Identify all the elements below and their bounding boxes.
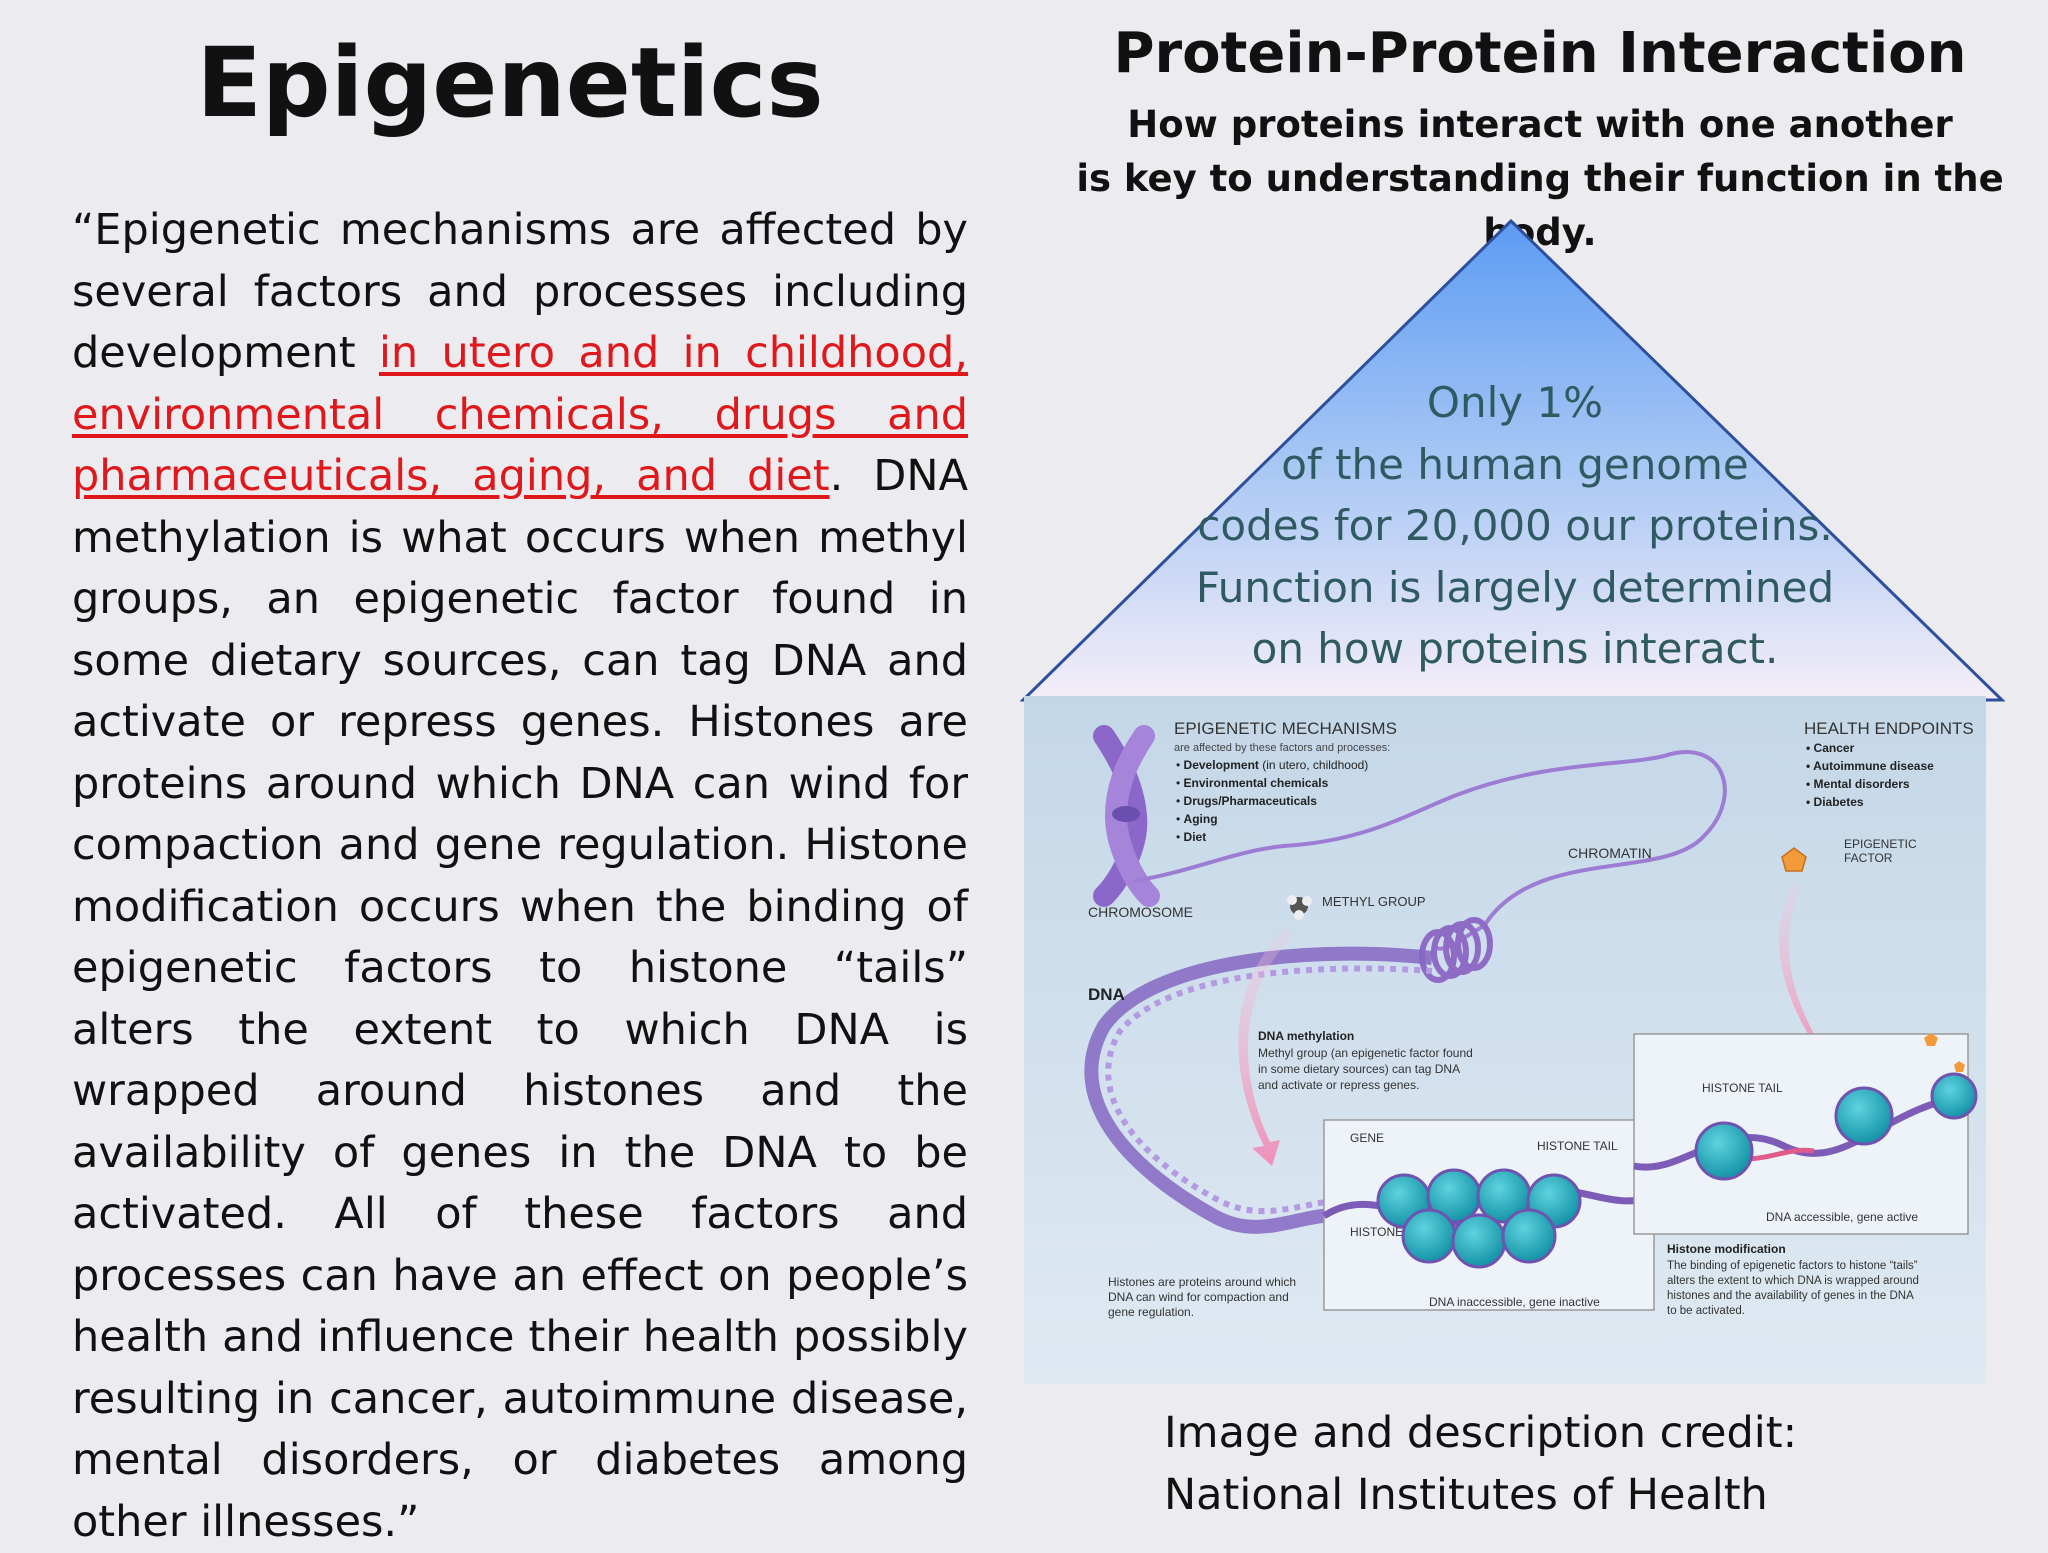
epigenetic-factor-label-2: FACTOR: [1844, 851, 1893, 865]
chromatin-coil: [1419, 917, 1493, 983]
epigenetics-quote: “Epigenetic mechanisms are affected by s…: [72, 200, 968, 1553]
subtitle-line-1: How proteins interact with one another: [1127, 103, 1953, 146]
methylation-line: and activate or repress genes.: [1258, 1078, 1419, 1092]
health-item: • Cancer: [1806, 741, 1855, 755]
section-title-ppi: Protein-Protein Interaction: [1113, 21, 1967, 86]
methyl-arrow: [1238, 928, 1292, 1166]
histone-tail-label-inactive: HISTONE TAIL: [1537, 1139, 1618, 1153]
chromatin-strand: [1133, 750, 1727, 928]
modification-line: The binding of epigenetic factors to his…: [1667, 1260, 1918, 1272]
epigenetic-factor-icon: [1781, 847, 1807, 872]
gene-label: GENE: [1350, 1131, 1384, 1145]
chromatin-label: CHROMATIN: [1568, 845, 1652, 861]
chromosome-icon: [1093, 725, 1160, 907]
health-item: • Mental disorders: [1806, 777, 1910, 791]
epigenetic-mechanisms-figure: CHROMOSOME CHROMATIN DNA EPIGENETIC MECH…: [1024, 696, 1986, 1384]
mechanism-item: • Development (in utero, childhood): [1176, 758, 1368, 772]
pyramid-line: codes for 20,000 our proteins.: [1197, 501, 1833, 550]
dna-label: DNA: [1088, 985, 1125, 1004]
quote-highlight-factors: in utero and in childhood, environmental…: [72, 328, 969, 501]
health-endpoints-list: • Cancer • Autoimmune disease • Mental d…: [1806, 741, 1934, 809]
pyramid-line: Only 1%: [1426, 378, 1604, 427]
histones-desc-line: Histones are proteins around which: [1108, 1275, 1296, 1289]
histones-desc-line: DNA can wind for compaction and: [1108, 1290, 1289, 1304]
health-endpoints-title: HEALTH ENDPOINTS: [1804, 719, 1974, 738]
histone-active: [1694, 1121, 1754, 1181]
mechanisms-subtitle: are affected by these factors and proces…: [1174, 742, 1390, 754]
modification-line: alters the extent to which DNA is wrappe…: [1667, 1275, 1919, 1287]
pyramid-line: of the human genome: [1281, 439, 1749, 489]
chromosome-label: CHROMOSOME: [1088, 904, 1193, 920]
mechanisms-title: EPIGENETIC MECHANISMS: [1174, 719, 1397, 738]
credit-line-1: Image and description credit:: [1164, 1408, 1798, 1458]
dna-helix-backbone: [1084, 946, 1433, 1234]
mechanism-item: • Aging: [1176, 812, 1218, 826]
active-label: DNA accessible, gene active: [1766, 1210, 1918, 1224]
histone-label: HISTONE: [1350, 1225, 1403, 1239]
mechanism-item: • Drugs/Pharmaceuticals: [1176, 794, 1317, 808]
histones-desc-line: gene regulation.: [1108, 1305, 1194, 1319]
modification-line: histones and the availability of genes i…: [1667, 1290, 1914, 1302]
methylation-line: in some dietary sources) can tag DNA: [1258, 1062, 1460, 1076]
health-item: • Diabetes: [1806, 795, 1864, 809]
histone-active: [1930, 1072, 1978, 1120]
methylation-line: Methyl group (an epigenetic factor found: [1258, 1046, 1473, 1060]
histone-active: [1834, 1086, 1894, 1146]
histone-tail-label-active: HISTONE TAIL: [1702, 1081, 1783, 1095]
methyl-group-label: METHYL GROUP: [1322, 894, 1426, 909]
mechanism-item: • Environmental chemicals: [1176, 776, 1329, 790]
modification-title: Histone modification: [1667, 1242, 1786, 1256]
inactive-label: DNA inaccessible, gene inactive: [1429, 1295, 1600, 1309]
histone-active-panel: [1633, 1033, 1969, 1235]
credit-line-2: National Institutes of Health: [1164, 1470, 1768, 1520]
pyramid-line: on how proteins interact.: [1251, 624, 1779, 673]
quote-text-part2: . DNA methylation is what occurs when me…: [72, 451, 968, 1547]
methylation-title: DNA methylation: [1258, 1029, 1354, 1043]
histone-cluster: [1376, 1168, 1582, 1269]
mechanisms-list: • Development (in utero, childhood) • En…: [1176, 758, 1368, 844]
page-title: Epigenetics: [196, 27, 824, 139]
epigenetic-factor-label-1: EPIGENETIC: [1844, 837, 1917, 851]
modification-line: to be activated.: [1667, 1305, 1745, 1317]
quote-text-part1: “Epigenetic mechanisms are affected by s…: [72, 205, 968, 378]
methyl-group-icon: [1287, 895, 1312, 920]
mechanism-item: • Diet: [1176, 830, 1206, 844]
pyramid-text: Only 1% of the human genome codes for 20…: [1150, 372, 1880, 680]
pyramid-line: Function is largely determined: [1195, 562, 1835, 612]
health-item: • Autoimmune disease: [1806, 759, 1934, 773]
image-credit: Image and description credit: National I…: [1164, 1402, 2024, 1526]
